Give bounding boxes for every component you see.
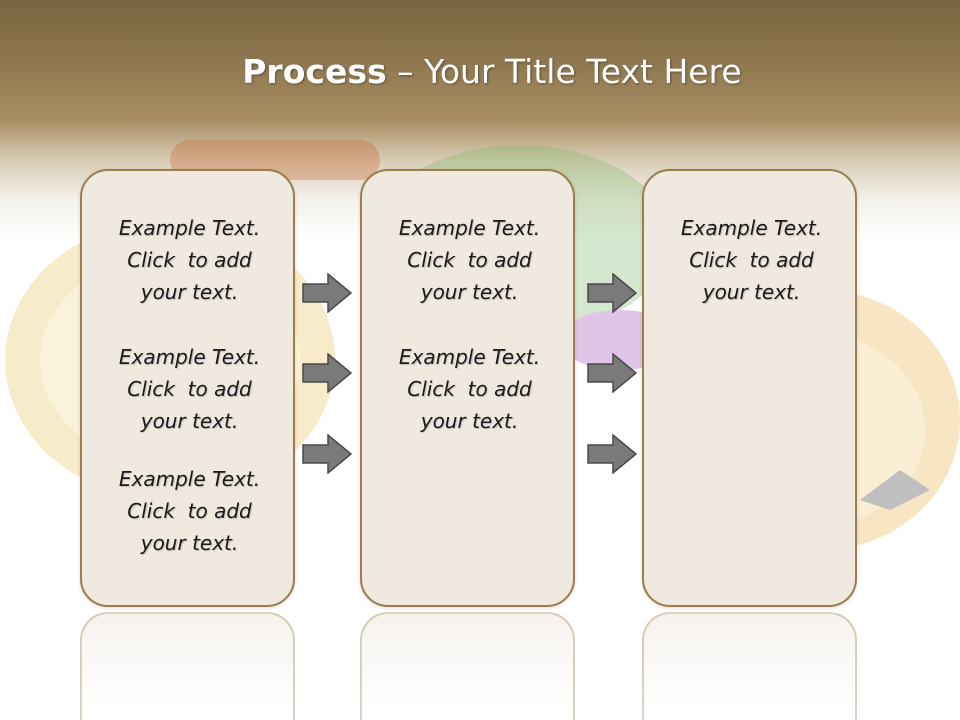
- text-block[interactable]: Example Text. Click to add your text.: [362, 341, 577, 437]
- text-line: Example Text.: [398, 345, 541, 369]
- text-line: Click to add: [689, 248, 814, 272]
- right-arrow-icon: [587, 434, 637, 474]
- right-arrow-icon: [302, 353, 352, 393]
- process-box-2[interactable]: Example Text. Click to add your text. Ex…: [360, 169, 575, 607]
- text-line: your text.: [420, 280, 519, 304]
- slide-title[interactable]: Process – Your Title Text Here: [0, 52, 960, 91]
- text-block[interactable]: Example Text. Click to add your text.: [82, 341, 297, 437]
- text-block[interactable]: Example Text. Click to add your text.: [82, 463, 297, 559]
- process-box-3[interactable]: Example Text. Click to add your text.: [642, 169, 857, 607]
- text-block[interactable]: Example Text. Click to add your text.: [644, 212, 859, 308]
- text-line: your text.: [140, 409, 239, 433]
- process-box-3-reflection: [642, 612, 857, 720]
- text-line: Click to add: [127, 499, 252, 523]
- right-arrow-icon: [587, 273, 637, 313]
- text-block[interactable]: Example Text. Click to add your text.: [362, 212, 577, 308]
- text-line: Example Text.: [398, 216, 541, 240]
- text-line: your text.: [420, 409, 519, 433]
- process-box-1-reflection: [80, 612, 295, 720]
- text-line: your text.: [702, 280, 801, 304]
- right-arrow-icon: [587, 353, 637, 393]
- text-line: Click to add: [407, 377, 532, 401]
- text-line: Click to add: [127, 377, 252, 401]
- text-line: Example Text.: [118, 216, 261, 240]
- right-arrow-icon: [302, 273, 352, 313]
- text-line: Click to add: [407, 248, 532, 272]
- text-block[interactable]: Example Text. Click to add your text.: [82, 212, 297, 308]
- text-line: your text.: [140, 280, 239, 304]
- text-line: your text.: [140, 531, 239, 555]
- text-line: Click to add: [127, 248, 252, 272]
- title-bold: Process: [242, 52, 387, 91]
- right-arrow-icon: [302, 434, 352, 474]
- text-line: Example Text.: [680, 216, 823, 240]
- text-line: Example Text.: [118, 345, 261, 369]
- process-box-1[interactable]: Example Text. Click to add your text. Ex…: [80, 169, 295, 607]
- title-rest: – Your Title Text Here: [386, 52, 742, 91]
- process-box-2-reflection: [360, 612, 575, 720]
- text-line: Example Text.: [118, 467, 261, 491]
